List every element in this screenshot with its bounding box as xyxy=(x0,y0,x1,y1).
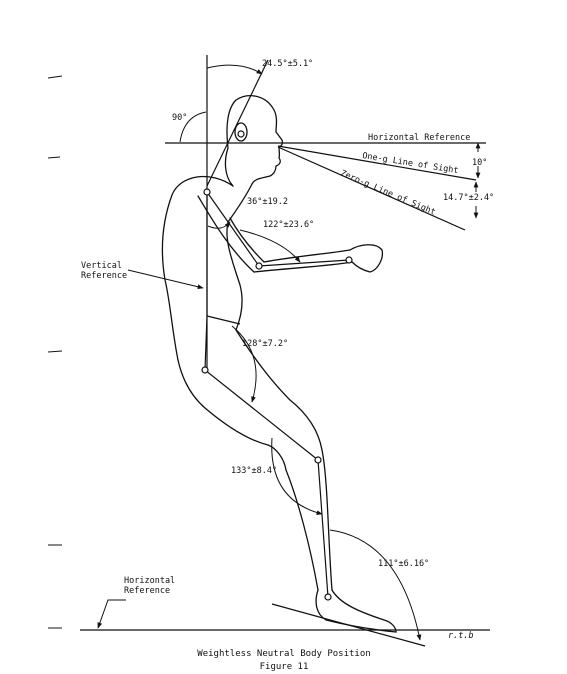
one-g-line-label: One-g Line of Sight xyxy=(362,151,460,176)
knee-arc xyxy=(271,437,323,515)
zero-g-line-label: Zero-g Line of Sight xyxy=(339,169,437,218)
ankle-arc xyxy=(329,529,422,641)
head-tilt-arc xyxy=(206,64,263,75)
zero-g-line-of-sight xyxy=(277,146,466,231)
head-tilt-label: 24.5°±5.1° xyxy=(262,59,313,69)
right-angle-label: 90° xyxy=(172,113,187,123)
shoulder-angle-label: 36°±19.2 xyxy=(247,197,288,207)
body-links xyxy=(204,191,350,598)
elbow-angle-label: 122°±23.6° xyxy=(263,220,314,230)
one-g-line-of-sight xyxy=(277,145,477,181)
ankle-angle-label: 111°±6.16° xyxy=(378,559,429,569)
signature: r.t.b xyxy=(448,631,474,641)
horizontal-reference-top-label: Horizontal Reference xyxy=(368,133,470,143)
head-axis-line xyxy=(206,59,269,187)
horizontal-reference-leader xyxy=(97,599,126,629)
ankle-ground-line xyxy=(271,603,426,647)
caption-figure: Figure 11 xyxy=(260,662,309,672)
elbow-arc xyxy=(239,229,301,263)
sight-offset-label: 10° xyxy=(472,158,487,168)
vertical-reference-leader xyxy=(127,269,204,290)
binder-marks xyxy=(47,75,63,629)
knee-angle-label: 133°±8.4° xyxy=(231,466,277,476)
sight-total-angle-label: 14.7°±2.4° xyxy=(443,193,494,203)
caption-title: Weightless Neutral Body Position xyxy=(197,649,370,659)
hip-arc xyxy=(231,325,257,403)
human-figure xyxy=(161,95,397,633)
joint-markers xyxy=(201,130,353,601)
shoulder-arc xyxy=(207,221,231,229)
sight-dimension-markers xyxy=(473,142,481,219)
right-angle-arc xyxy=(179,111,207,143)
hip-angle-label: 128°±7.2° xyxy=(242,339,288,349)
